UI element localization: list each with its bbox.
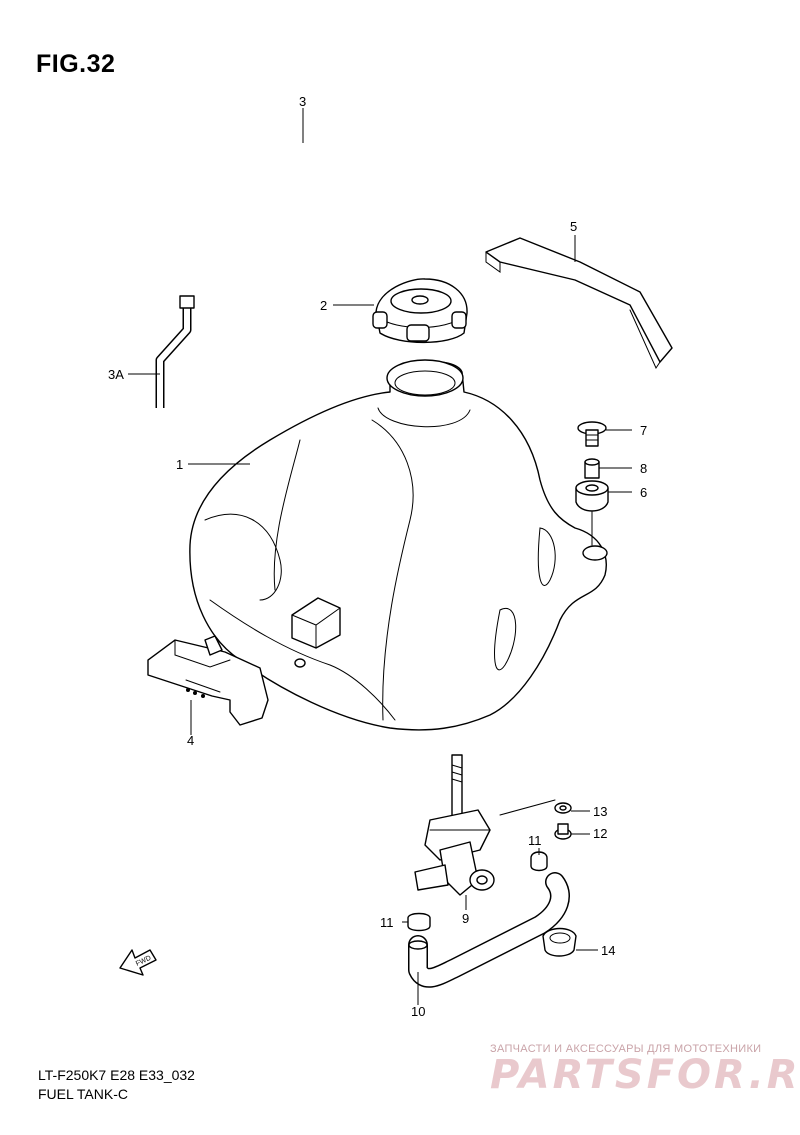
fwd-direction-arrow: FWD — [119, 949, 157, 976]
callout-7: 7 — [640, 423, 647, 438]
callout-9: 9 — [462, 911, 469, 926]
callout-12: 12 — [593, 826, 607, 841]
fuel-hose-10 — [408, 872, 570, 988]
bolt-7 — [577, 421, 607, 447]
callout-11-upper: 11 — [528, 833, 542, 848]
cushion-6 — [575, 480, 609, 546]
figure-title: FIG.32 — [36, 50, 116, 78]
fuel-cap-2 — [372, 278, 468, 344]
bolt-12 — [554, 823, 572, 840]
fuel-tank-1 — [189, 359, 608, 731]
collar-8 — [584, 458, 600, 479]
clamp-14 — [542, 927, 577, 957]
callout-3: 3 — [299, 94, 306, 109]
washer-13 — [554, 802, 572, 814]
breather-hose-3 — [180, 140, 422, 301]
callout-1: 1 — [176, 457, 183, 472]
watermark-logo: PARTSFOR.RU — [490, 1052, 800, 1098]
holder-4 — [147, 635, 269, 726]
clamp-11-upper — [530, 851, 548, 872]
footer-section-name: FUEL TANK-C — [38, 1086, 128, 1102]
callout-8: 8 — [640, 461, 647, 476]
clamp-11-lower — [407, 912, 431, 932]
callout-4: 4 — [187, 733, 194, 748]
band-5 — [485, 237, 673, 370]
callout-10: 10 — [411, 1004, 425, 1019]
leader-lines — [128, 108, 632, 1005]
callout-5: 5 — [570, 219, 577, 234]
breather-hose-3a — [155, 295, 195, 408]
fuel-cock-9 — [414, 754, 556, 896]
callout-11-lower: 11 — [380, 915, 394, 930]
callout-2: 2 — [320, 298, 327, 313]
callout-14: 14 — [601, 943, 615, 958]
footer-model-code: LT-F250K7 E28 E33_032 — [38, 1067, 195, 1083]
callout-13: 13 — [593, 804, 607, 819]
watermark-subtitle: ЗАПЧАСТИ И АКСЕССУАРЫ ДЛЯ МОТОТЕХНИКИ — [490, 1043, 762, 1055]
callout-3a: 3A — [108, 367, 124, 382]
callout-6: 6 — [640, 485, 647, 500]
